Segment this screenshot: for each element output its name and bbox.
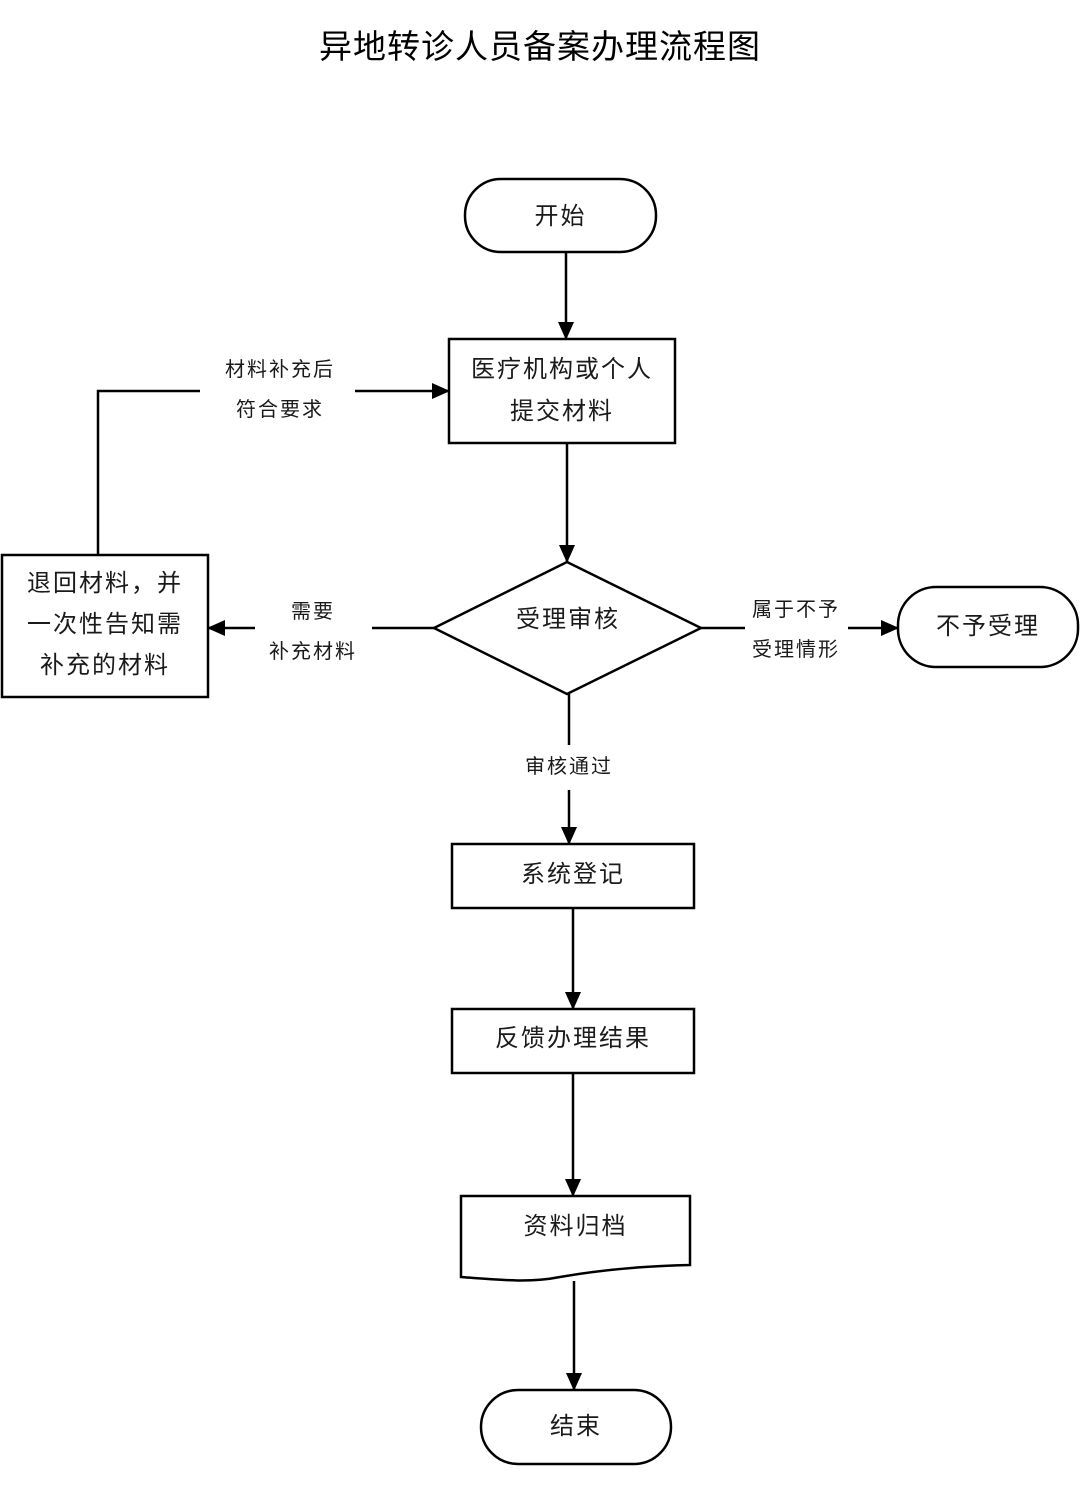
reject-node-label: 不予受理 [936,612,1040,640]
submit-node-label: 医疗机构或个人 提交材料 [471,355,653,425]
review-node-label: 受理审核 [516,605,620,633]
edge-return-submit-a [96,389,200,555]
review-decision-shape [431,560,704,696]
archive-node-label: 资料归档 [523,1212,628,1240]
archive-document-shape [459,1194,692,1282]
page-title: 异地转诊人员备案办理流程图 [319,27,761,66]
edge-label-need-more: 需要 补充材料 [269,599,357,663]
register-node-label: 系统登记 [521,860,625,888]
edge-label-resubmit: 材料补充后 符合要求 [225,357,335,421]
end-node-label: 结束 [550,1412,602,1440]
edge-label-not-accepted: 属于不予 受理情形 [752,597,840,661]
start-node-label: 开始 [534,202,587,230]
edge-label-approved: 审核通过 [525,754,613,778]
feedback-node-label: 反馈办理结果 [495,1024,651,1052]
start-node-shape [463,177,658,254]
return-node-label: 退回材料，并 一次性告知需 补充的材料 [27,569,183,679]
